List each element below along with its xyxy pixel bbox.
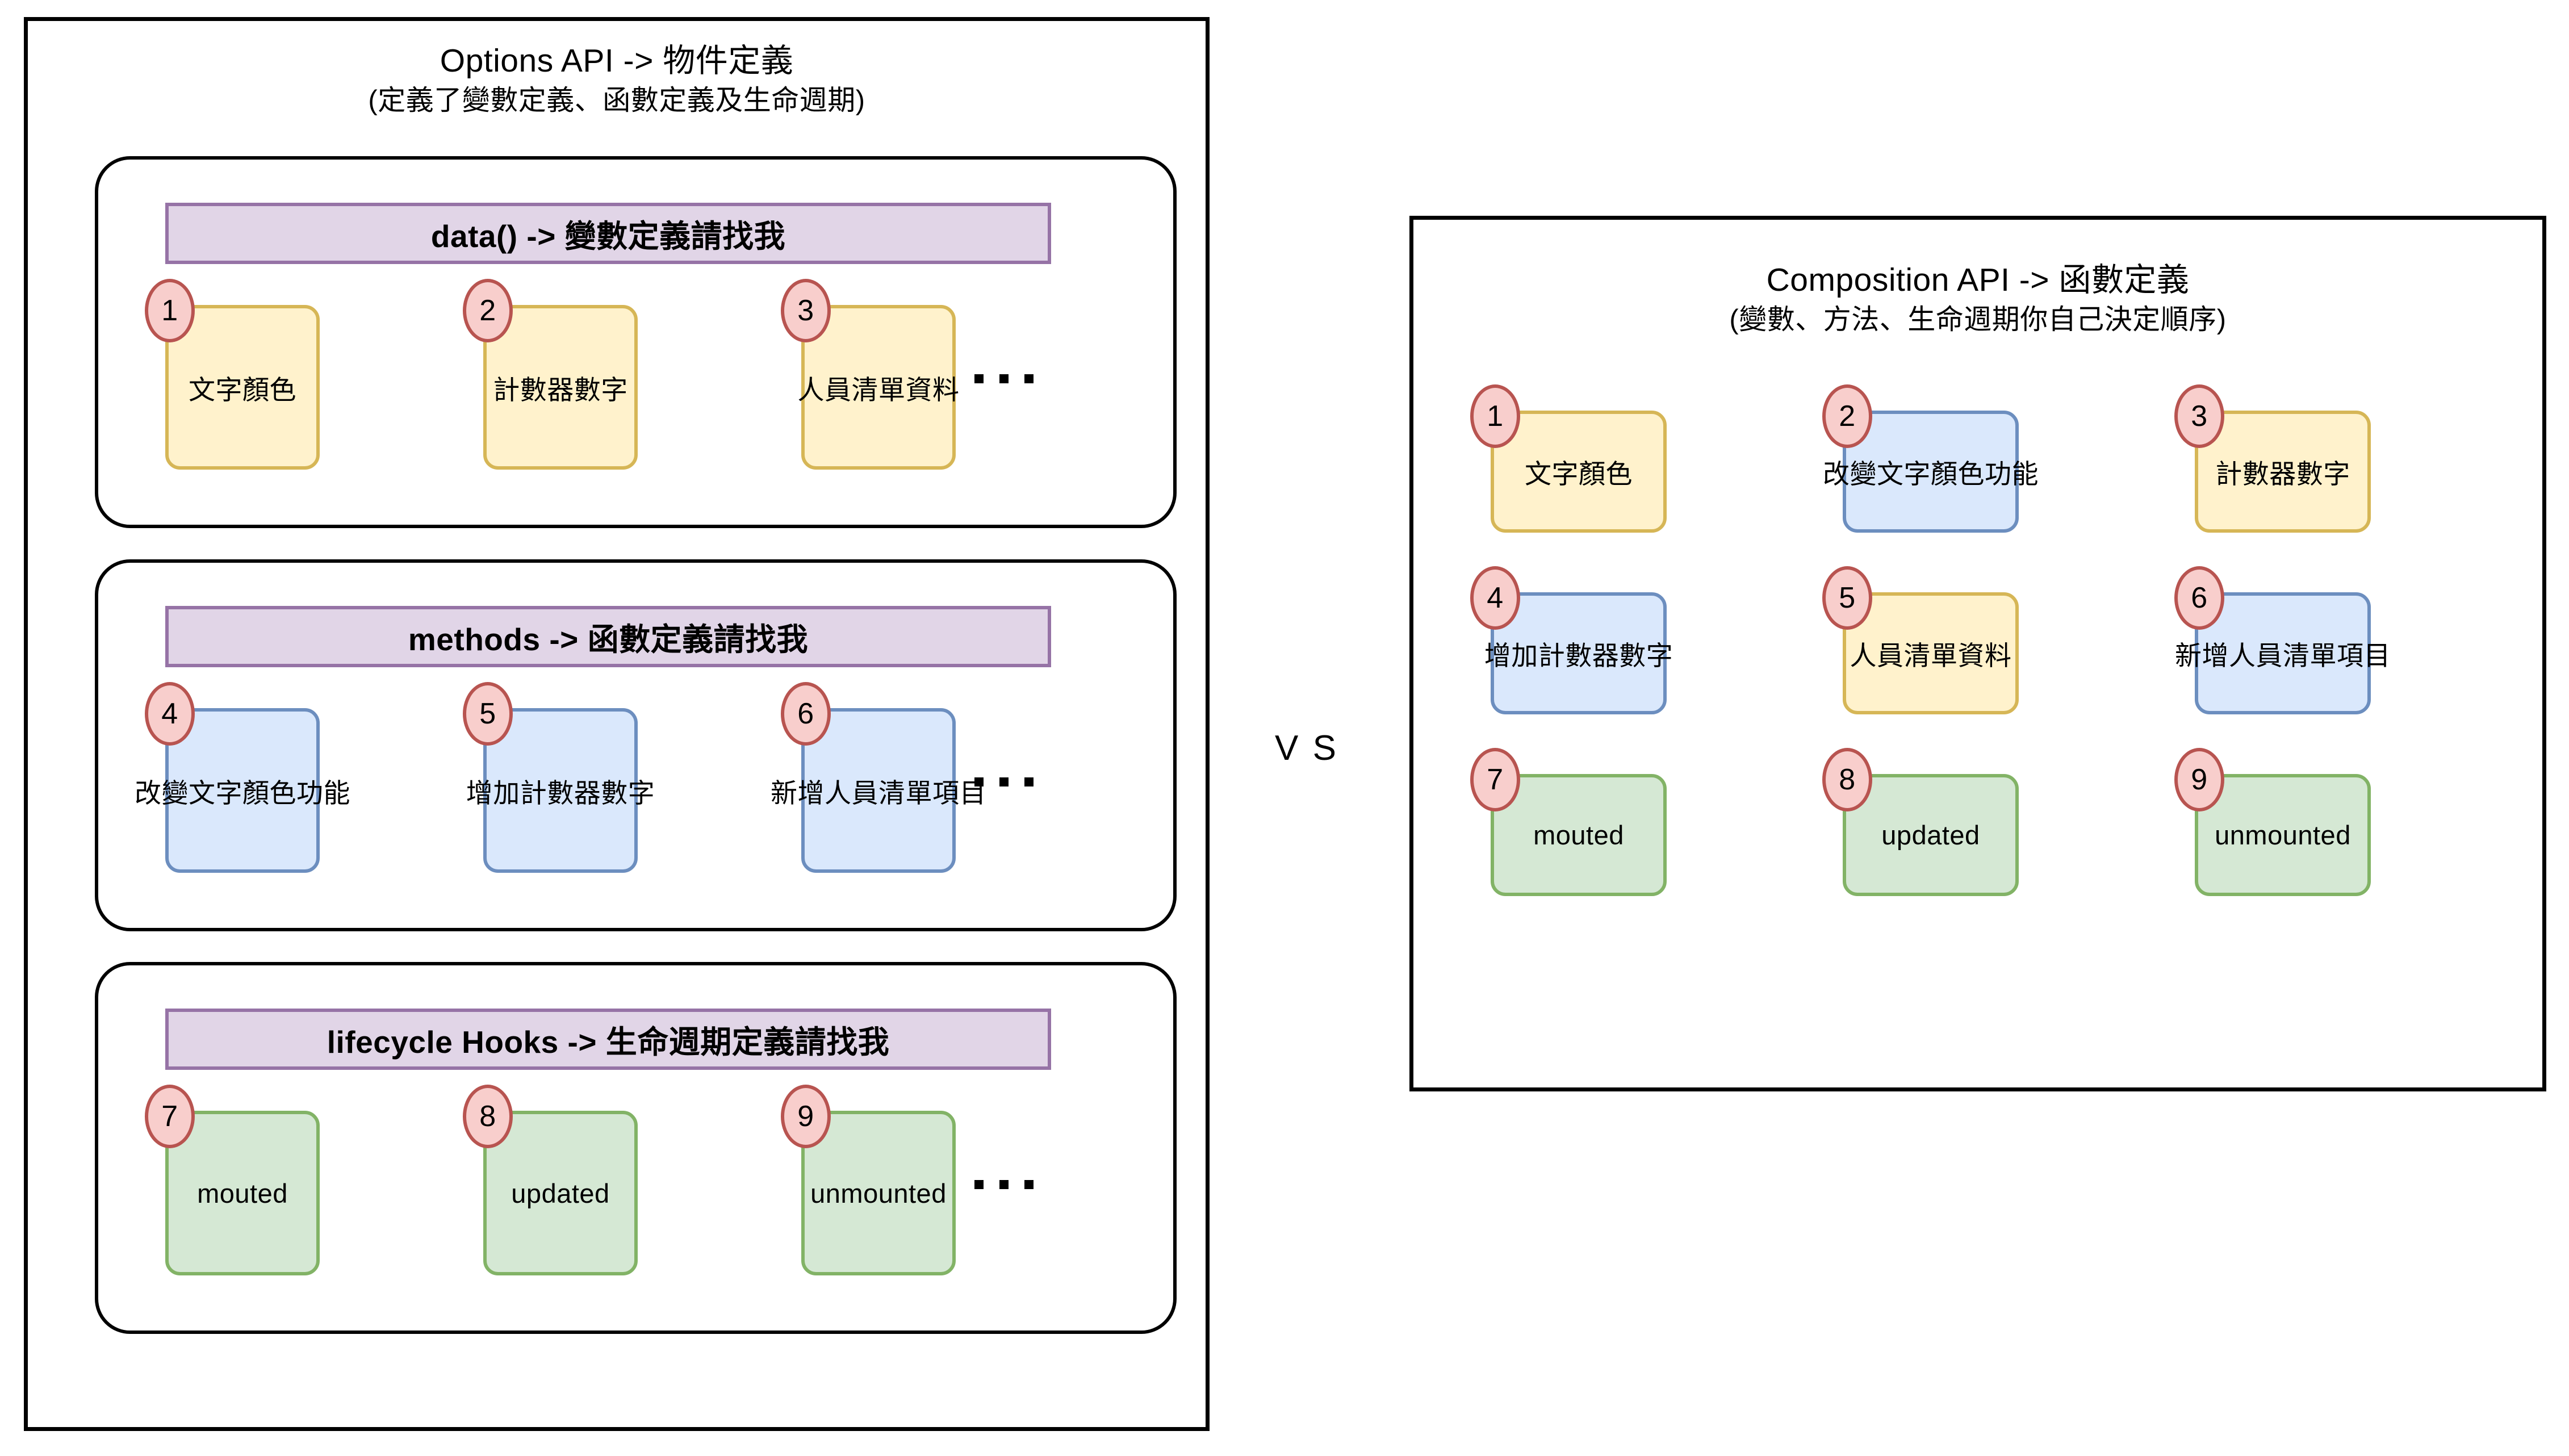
ellipsis-icon (974, 777, 1034, 786)
composition-api-panel: Composition API -> 函數定義 (變數、方法、生命週期你自己決定… (1409, 216, 2546, 1091)
badge-number-2: 2 (1822, 384, 1872, 448)
section-methods: methods -> 函數定義請找我 4 改變文字顏色功能 5 增加計數器數字 … (95, 559, 1177, 931)
ellipsis-icon (974, 374, 1034, 383)
card-label: 計數器數字 (2215, 459, 2350, 489)
badge-number-9: 9 (781, 1085, 831, 1148)
card-label: 文字顏色 (1525, 459, 1633, 489)
badge-number-5: 5 (1822, 566, 1872, 630)
card-label: 人員清單資料 (797, 374, 960, 405)
comp-card-4[interactable]: 4 增加計數器數字 (1470, 566, 1673, 714)
ellipsis-dot (1024, 1180, 1034, 1189)
badge-number-9: 9 (2174, 748, 2224, 811)
section-data: data() -> 變數定義請找我 1 文字顏色 2 計數器數字 3 人員清單資… (95, 156, 1177, 528)
composition-api-subtitle: (變數、方法、生命週期你自己決定順序) (1729, 304, 2227, 336)
comp-card-8[interactable]: 8 updated (1822, 748, 2019, 896)
badge-number-6: 6 (781, 682, 831, 746)
card-label: 增加計數器數字 (466, 777, 655, 808)
comp-card-7[interactable]: 7 mouted (1470, 748, 1667, 896)
ellipsis-dot (974, 1180, 984, 1189)
badge-number-1: 1 (145, 279, 195, 342)
comp-card-5[interactable]: 5 人員清單資料 (1822, 566, 2019, 714)
card-label: mouted (1533, 820, 1624, 850)
card-label: updated (511, 1178, 610, 1208)
card-label: 增加計數器數字 (1484, 641, 1673, 671)
options-api-title: Options API -> 物件定義 (440, 43, 794, 79)
card-label: 新增人員清單項目 (2175, 641, 2391, 671)
ellipsis-dot (1024, 777, 1034, 786)
comp-card-2[interactable]: 2 改變文字顏色功能 (1822, 384, 2039, 533)
badge-number-3: 3 (2174, 384, 2224, 448)
card-label: mouted (197, 1178, 288, 1208)
ellipsis-dot (974, 777, 984, 786)
badge-number-4: 4 (145, 682, 195, 746)
section-data-header: data() -> 變數定義請找我 (165, 203, 1051, 264)
section-methods-card-row: 4 改變文字顏色功能 5 增加計數器數字 6 新增人員清單項目 (135, 682, 1153, 884)
card-label: 計數器數字 (493, 374, 628, 405)
ellipsis-dot (1024, 374, 1034, 383)
badge-number-7: 7 (145, 1085, 195, 1148)
card-data-1[interactable]: 1 文字顏色 (145, 279, 320, 470)
card-methods-5[interactable]: 5 增加計數器數字 (463, 682, 655, 873)
card-methods-4[interactable]: 4 改變文字顏色功能 (135, 682, 350, 873)
badge-number-6: 6 (2174, 566, 2224, 630)
ellipsis-icon (974, 1180, 1034, 1189)
card-lifecycle-7[interactable]: 7 mouted (145, 1085, 320, 1275)
card-label: 人員清單資料 (1850, 641, 2012, 671)
composition-api-title-block: Composition API -> 函數定義 (變數、方法、生命週期你自己決定… (1413, 258, 2542, 339)
comp-card-3[interactable]: 3 計數器數字 (2174, 384, 2371, 533)
options-api-panel: Options API -> 物件定義 (定義了變數定義、函數定義及生命週期) … (24, 17, 1210, 1431)
section-methods-header: methods -> 函數定義請找我 (165, 606, 1051, 667)
card-data-2[interactable]: 2 計數器數字 (463, 279, 638, 470)
card-label: unmounted (2215, 820, 2351, 850)
ellipsis-dot (999, 777, 1009, 786)
composition-row-2: 4 增加計數器數字 5 人員清單資料 6 新增人員清單項目 (1470, 566, 2479, 746)
composition-card-grid: 1 文字顏色 2 改變文字顏色功能 3 計數器數字 4 增加計數器數字 5 人員… (1470, 384, 2479, 956)
badge-number-4: 4 (1470, 566, 1520, 630)
badge-number-1: 1 (1470, 384, 1520, 448)
card-label: 改變文字顏色功能 (135, 777, 350, 808)
ellipsis-dot (999, 374, 1009, 383)
badge-number-2: 2 (463, 279, 513, 342)
section-lifecycle-hooks: lifecycle Hooks -> 生命週期定義請找我 7 mouted 8 … (95, 962, 1177, 1334)
vs-label: V S (1275, 729, 1338, 768)
badge-number-5: 5 (463, 682, 513, 746)
section-lifecycle-card-row: 7 mouted 8 updated 9 unmounted (145, 1085, 1153, 1287)
composition-row-3: 7 mouted 8 updated 9 unmounted (1470, 748, 2479, 927)
card-label: 新增人員清單項目 (771, 777, 986, 808)
ellipsis-dot (999, 1180, 1009, 1189)
card-lifecycle-8[interactable]: 8 updated (463, 1085, 638, 1275)
card-label: unmounted (810, 1178, 947, 1208)
badge-number-8: 8 (463, 1085, 513, 1148)
badge-number-7: 7 (1470, 748, 1520, 811)
card-methods-6[interactable]: 6 新增人員清單項目 (771, 682, 986, 873)
card-data-3[interactable]: 3 人員清單資料 (781, 279, 959, 470)
comp-card-6[interactable]: 6 新增人員清單項目 (2174, 566, 2391, 714)
card-label: 文字顏色 (189, 374, 296, 405)
card-label: 改變文字顏色功能 (1823, 459, 2039, 489)
card-lifecycle-9[interactable]: 9 unmounted (781, 1085, 956, 1275)
composition-api-title: Composition API -> 函數定義 (1766, 262, 2190, 298)
comp-card-9[interactable]: 9 unmounted (2174, 748, 2371, 896)
section-lifecycle-header: lifecycle Hooks -> 生命週期定義請找我 (165, 1009, 1051, 1070)
options-api-title-block: Options API -> 物件定義 (定義了變數定義、函數定義及生命週期) (28, 39, 1206, 120)
section-data-card-row: 1 文字顏色 2 計數器數字 3 人員清單資料 (145, 279, 1153, 481)
ellipsis-dot (974, 374, 984, 383)
badge-number-3: 3 (781, 279, 831, 342)
options-api-subtitle: (定義了變數定義、函數定義及生命週期) (368, 85, 865, 116)
card-label: updated (1881, 820, 1980, 850)
comp-card-1[interactable]: 1 文字顏色 (1470, 384, 1667, 533)
composition-row-1: 1 文字顏色 2 改變文字顏色功能 3 計數器數字 (1470, 384, 2479, 564)
badge-number-8: 8 (1822, 748, 1872, 811)
